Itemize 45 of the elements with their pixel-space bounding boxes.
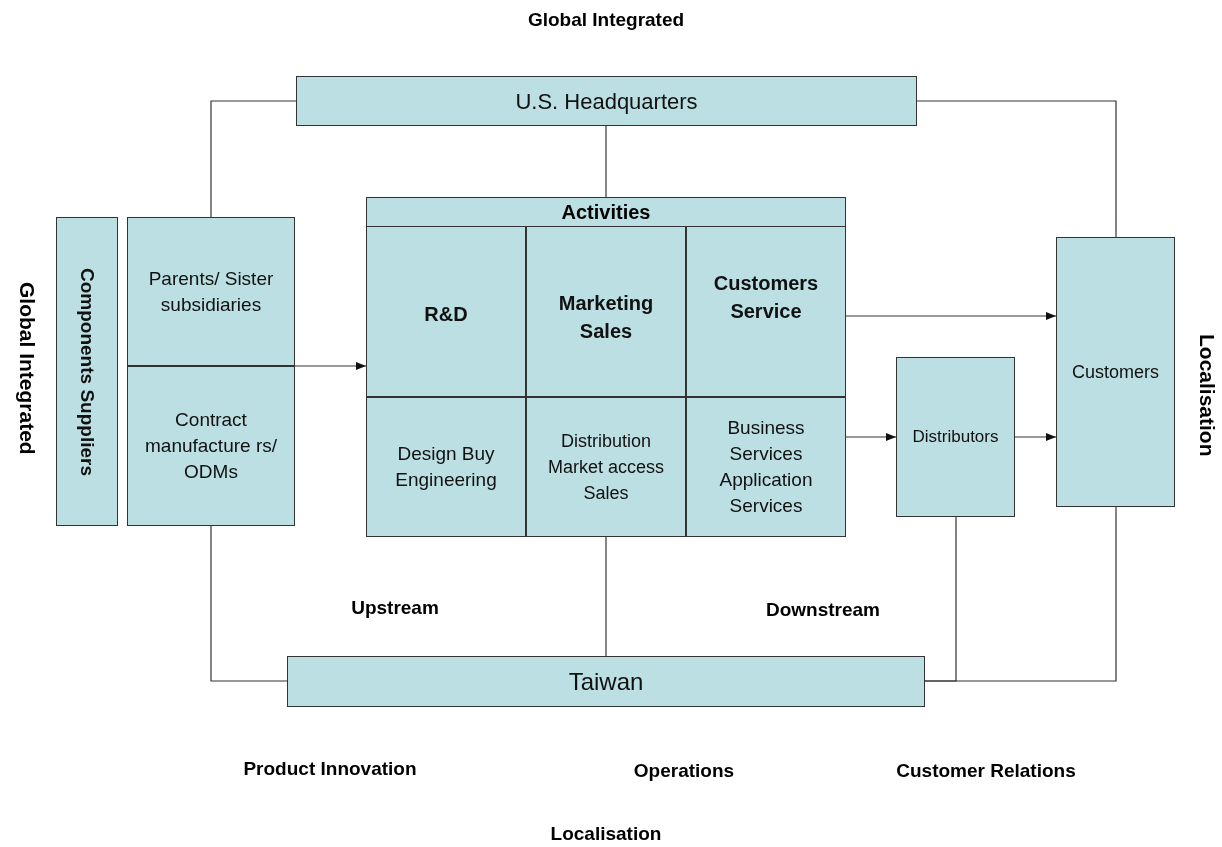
arrow <box>1014 433 1057 441</box>
table-header: Activities <box>561 200 651 225</box>
box-label: Distribution Market access Sales <box>546 430 665 505</box>
connector-line <box>210 100 297 218</box>
connector-line <box>605 536 607 657</box>
box-label: U.S. Headquarters <box>515 87 698 116</box>
activity-cell <box>686 226 846 397</box>
region-label: Localisation <box>550 823 662 844</box>
box-label: Parents/ Sister subsidiaries <box>147 266 275 317</box>
arrow <box>845 312 1057 320</box>
box-label: Design Buy Engineering <box>394 442 498 492</box>
region-label: Global Integrated <box>527 9 685 30</box>
box-label: R&D <box>424 302 468 327</box>
region-label: Product Innovation <box>243 758 417 779</box>
arrow <box>294 362 367 370</box>
process-box <box>896 357 1015 517</box>
connector-line <box>916 100 1117 238</box>
arrow <box>845 433 897 441</box>
process-box <box>1056 237 1175 507</box>
box-label: Marketing Sales <box>557 291 655 344</box>
connector-line <box>210 525 288 682</box>
activity-cell <box>366 397 526 537</box>
region-label: Customer Relations <box>896 760 1076 781</box>
box-label: Contract manufacture rs/ ODMs <box>144 408 278 484</box>
location-bar <box>296 76 917 126</box>
box-label: Business Services Application Services <box>718 416 814 518</box>
activities-table <box>366 197 846 537</box>
connector-line <box>924 506 1117 682</box>
activity-cell <box>366 226 526 397</box>
box-label: Taiwan <box>568 666 644 697</box>
box-label: Customers Service <box>712 271 820 324</box>
activity-cell <box>686 397 846 537</box>
axis-label: Global Integrated <box>14 281 40 455</box>
region-label: Upstream <box>351 597 439 618</box>
box-label: Distributors <box>912 426 999 449</box>
region-label: Operations <box>633 760 735 781</box>
activity-cell <box>526 226 686 397</box>
box-label: Components Suppliers <box>76 267 100 476</box>
box-label: Customers <box>1072 360 1159 384</box>
activity-cell <box>526 397 686 537</box>
connector-line <box>605 125 607 198</box>
location-bar <box>287 656 925 707</box>
region-label: Downstream <box>766 599 880 620</box>
supplier-column <box>56 217 118 526</box>
axis-label: Localisation <box>1194 333 1220 457</box>
